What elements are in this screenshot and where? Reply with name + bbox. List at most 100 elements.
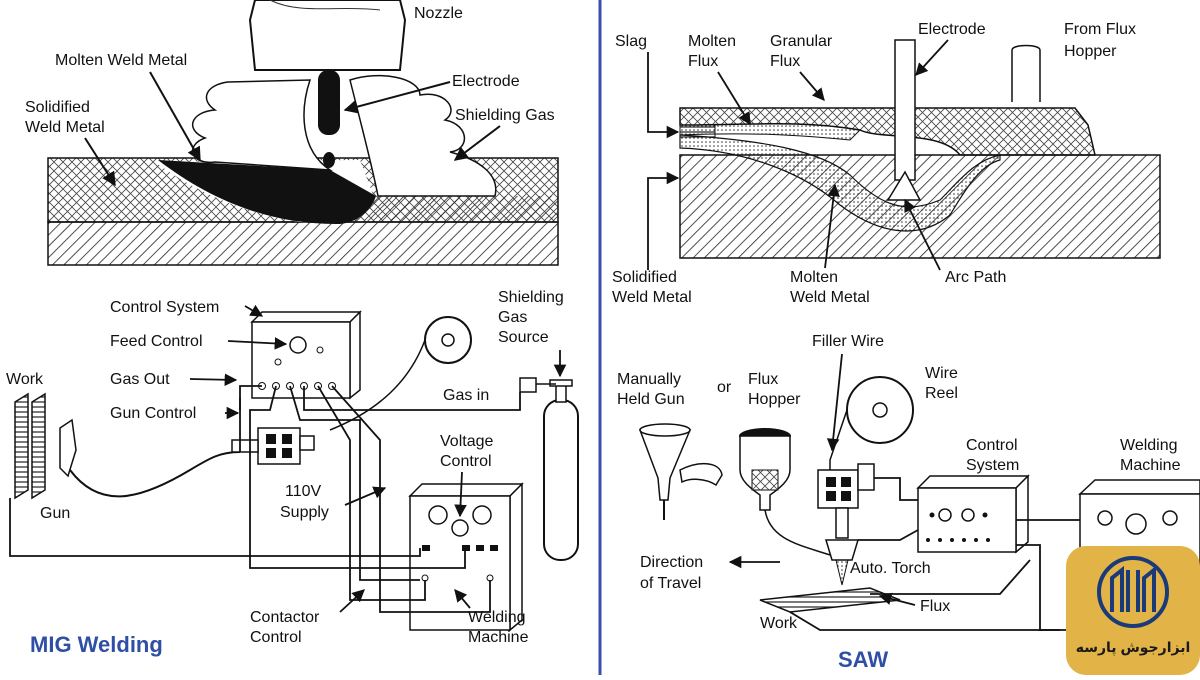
saw-label-flux: Flux [920,598,950,615]
saw-label-auto-torch: Auto. Torch [850,560,931,577]
mig-molten-weld-metal [158,160,376,225]
saw-title: SAW [838,647,888,672]
saw-label-from-hopper-2: Hopper [1064,43,1117,60]
mig-arrow-electrode [343,81,451,114]
mig-label-gas-out: Gas Out [110,371,170,388]
saw-arrow-solidified [647,171,680,270]
mig-label-solidified-1: Solidified [25,99,90,116]
mig-label-supply-2: Supply [280,504,329,521]
mig-work-piece [14,392,46,500]
mig-setup: Control System Feed Control Gas Out Gun … [6,289,579,657]
saw-cables [789,477,1080,631]
logo-text: ابزارجوش پارسه [1076,639,1191,656]
mig-shielding-gas-left [191,79,333,171]
saw-electrode [894,39,916,181]
saw-flux-hopper [739,428,831,556]
company-logo: ابزارجوش پارسه [1066,546,1200,675]
mig-gun [59,418,77,478]
saw-label-direction-2: of Travel [640,575,701,592]
saw-slag [679,124,716,138]
mig-arrow-shielding [453,125,501,161]
mig-gas-cylinder [519,377,579,561]
saw-label-work: Work [760,615,798,632]
saw-wire-reel [829,376,914,480]
mig-label-contactor-1: Contactor [250,609,320,626]
mig-wire-reel [329,316,472,431]
mig-arrow-machine [454,589,471,609]
mig-arrow-supply [344,486,387,506]
saw-label-manual-1: Manually [617,371,681,388]
mig-weld-section: Nozzle Molten Weld Metal Electrode Solid… [25,0,559,266]
saw-label-granular-flux-2: Flux [770,53,800,70]
saw-label-manual-2: Held Gun [617,391,685,408]
mig-nozzle-shade [269,0,381,11]
logo-mark [1110,565,1156,612]
mig-arrow-feed-control [227,337,288,350]
mig-control-system-box [250,310,362,400]
mig-arrow-contactor [339,589,365,613]
mig-base-metal-bottom [47,221,559,266]
mig-arrow-control-system [244,304,264,317]
saw-label-flux-hopper-1: Flux [748,371,778,388]
saw-control-system-box [916,474,1030,554]
mig-label-shielding-source-3: Source [498,329,549,346]
mig-label-shielding-source-2: Gas [498,309,527,326]
mig-label-contactor-2: Control [250,629,302,646]
mig-label-nozzle: Nozzle [414,5,463,22]
saw-label-solidified-1: Solidified [612,269,677,286]
saw-weld-pool [679,134,1001,232]
mig-gun-cable [69,451,241,498]
saw-auto-torch [824,539,860,561]
mig-label-solidified-2: Weld Metal [25,119,105,136]
saw-arrow-granular-flux [799,71,825,101]
saw-label-control-1: Control [966,437,1018,454]
logo-background [1066,546,1200,675]
mig-arrow-voltage-control [454,471,467,518]
mig-label-shielding-source-1: Shielding [498,289,564,306]
saw-arc [886,170,922,201]
saw-label-molten-1: Molten [790,269,838,286]
saw-label-control-2: System [966,457,1019,474]
saw-label-solidified-2: Weld Metal [612,289,692,306]
mig-cables [9,385,521,613]
mig-label-feed-control: Feed Control [110,333,203,350]
mig-title: MIG Welding [30,632,163,657]
saw-arrow-molten [824,183,840,269]
saw-manual-gun [638,423,723,520]
mig-label-voltage-control-1: Voltage [440,433,493,450]
saw-label-wire-reel-1: Wire [925,365,958,382]
mig-label-gun: Gun [40,505,70,522]
mig-electrode-wire [318,70,340,135]
mig-label-gun-control: Gun Control [110,405,196,422]
mig-label-gas-in: Gas in [443,387,489,404]
saw-label-direction-1: Direction [640,554,703,571]
saw-label-arc-path: Arc Path [945,269,1006,286]
saw-label-molten-flux-1: Molten [688,33,736,50]
mig-arrow-solidified [84,137,116,187]
logo-ring [1097,556,1169,628]
saw-label-molten-flux-2: Flux [688,53,718,70]
saw-wire-feeder [817,463,875,539]
saw-label-molten-2: Weld Metal [790,289,870,306]
saw-label-electrode: Electrode [918,21,986,38]
saw-work-plate [759,587,901,613]
mig-label-control-system: Control System [110,299,219,316]
saw-label-slag: Slag [615,33,647,50]
saw-label-machine-1: Welding [1120,437,1178,454]
mig-label-electrode: Electrode [452,73,520,90]
saw-label-flux-hopper-2: Hopper [748,391,801,408]
saw-label-from-hopper-1: From Flux [1064,21,1136,38]
mig-nozzle [248,0,407,71]
saw-flux-pile [835,559,849,586]
mig-wire-feeder [231,427,315,465]
saw-arrow-arc-path [904,198,941,271]
mig-label-machine-2: Machine [468,629,529,646]
mig-label-work: Work [6,371,44,388]
mig-label-molten-weld-metal: Molten Weld Metal [55,52,187,69]
mig-label-supply-1: 110V [285,483,322,500]
saw-weld-section: Slag Molten Flux Granular Flux Electrode… [612,21,1161,306]
mig-droplet-2 [322,179,336,201]
saw-label-filler-wire: Filler Wire [812,333,884,350]
